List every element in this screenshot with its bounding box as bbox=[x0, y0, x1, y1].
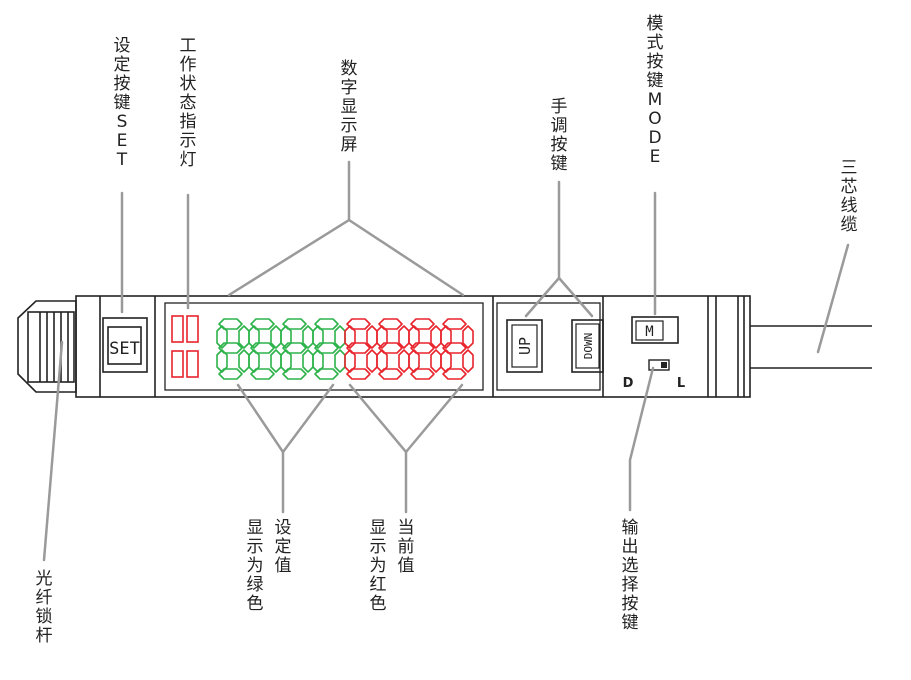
digit-segment bbox=[238, 325, 250, 349]
leader-lines bbox=[42, 160, 850, 562]
digit-segment bbox=[408, 325, 420, 349]
digit-segment bbox=[282, 368, 307, 380]
digit-segment bbox=[312, 325, 324, 349]
digit-segment bbox=[430, 325, 442, 349]
digit-segment bbox=[398, 325, 410, 349]
digit-segment bbox=[334, 349, 346, 373]
label-current-value-color: 显示为红色 bbox=[369, 518, 387, 614]
digit-segment bbox=[280, 325, 292, 349]
digit-segment bbox=[430, 349, 442, 373]
display-digit bbox=[216, 318, 250, 380]
digit-segment bbox=[440, 325, 452, 349]
display-digit bbox=[248, 318, 282, 380]
digit-segment bbox=[410, 368, 435, 380]
label-set-value-color: 显示为绿色 bbox=[246, 518, 264, 614]
label-manual-buttons: 手调按键 bbox=[550, 97, 568, 174]
set-button-text: SET bbox=[109, 339, 140, 359]
fiber-lock-lever[interactable] bbox=[17, 300, 77, 393]
digit-segment bbox=[250, 368, 275, 380]
digit-segment bbox=[270, 325, 282, 349]
label-digital-display: 数字显示屏 bbox=[340, 59, 358, 155]
mode-button[interactable]: M bbox=[631, 316, 679, 344]
display-digit bbox=[376, 318, 410, 380]
display-digit bbox=[344, 318, 378, 380]
mode-button-text: M bbox=[645, 324, 653, 340]
label-cable: 三芯线缆 bbox=[840, 158, 858, 235]
display-digit bbox=[312, 318, 346, 380]
digit-segment bbox=[216, 325, 228, 349]
label-fiber-lock: 光纤锁杆 bbox=[35, 569, 53, 646]
digit-segment bbox=[462, 325, 474, 349]
label-status-indicator: 工作状态指示灯 bbox=[179, 36, 197, 170]
display-digit bbox=[280, 318, 314, 380]
digital-display bbox=[216, 318, 474, 380]
up-button[interactable]: UP bbox=[506, 319, 543, 373]
digit-segment bbox=[346, 368, 371, 380]
digit-segment bbox=[334, 325, 346, 349]
digit-segment bbox=[270, 349, 282, 373]
up-button-text: UP bbox=[516, 337, 534, 355]
digit-segment bbox=[344, 325, 356, 349]
status-indicator bbox=[171, 315, 199, 378]
digit-segment bbox=[462, 349, 474, 373]
digit-segment bbox=[442, 368, 467, 380]
digit-segment bbox=[314, 368, 339, 380]
label-output-select: 输出选择按键 bbox=[621, 518, 639, 633]
digit-segment bbox=[238, 349, 250, 373]
digit-segment bbox=[366, 325, 378, 349]
output-select-switch[interactable]: D L bbox=[623, 359, 686, 391]
digit-segment bbox=[376, 325, 388, 349]
display-digit bbox=[408, 318, 442, 380]
digit-segment bbox=[302, 349, 314, 373]
digit-segment bbox=[218, 368, 243, 380]
label-current-value: 当前值 bbox=[397, 518, 415, 576]
digit-segment bbox=[248, 325, 260, 349]
down-button[interactable]: DOWN bbox=[571, 319, 604, 373]
digit-segment bbox=[366, 349, 378, 373]
digit-segment bbox=[398, 349, 410, 373]
digit-segment bbox=[378, 368, 403, 380]
switch-label-l: L bbox=[677, 376, 685, 391]
display-digit bbox=[440, 318, 474, 380]
label-set-value: 设定值 bbox=[274, 518, 292, 576]
set-button[interactable]: SET bbox=[102, 317, 148, 373]
switch-label-d: D bbox=[623, 376, 634, 391]
digit-segment bbox=[302, 325, 314, 349]
down-button-text: DOWN bbox=[582, 333, 595, 360]
